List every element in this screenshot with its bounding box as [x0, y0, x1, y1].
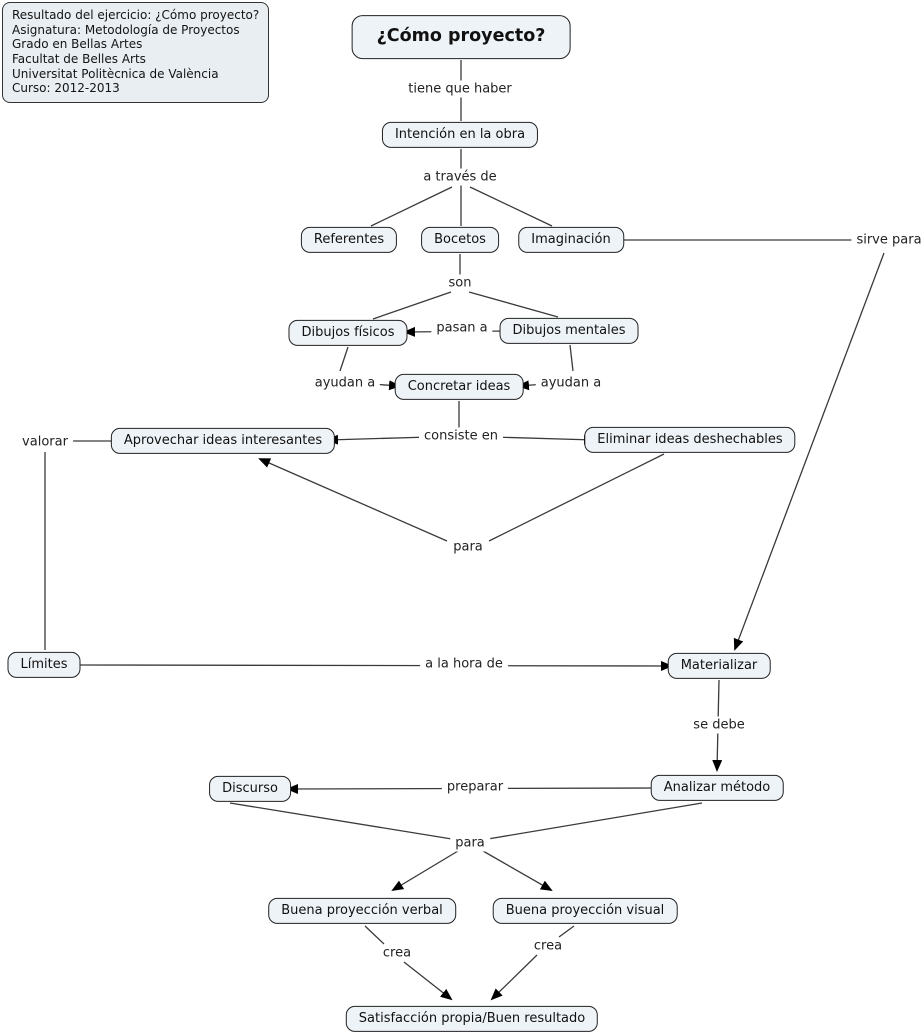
- info-line-universitat: Universitat Politècnica de València: [12, 66, 219, 81]
- node-discurso[interactable]: Discurso: [209, 775, 291, 803]
- link-label-son: son: [443, 274, 477, 292]
- link-label-ayudan-a-right: ayudan a: [535, 374, 607, 392]
- link-label-crea-right: crea: [528, 937, 568, 955]
- node-aprovechar-ideas[interactable]: Aprovechar ideas interesantes: [110, 427, 336, 455]
- node-materializar[interactable]: Materializar: [667, 652, 771, 680]
- node-limites[interactable]: Límites: [7, 651, 81, 679]
- link-label-a-la-hora-de: a la hora de: [420, 655, 508, 673]
- node-intencion-en-la-obra[interactable]: Intención en la obra: [381, 121, 539, 149]
- link-label-para-lower: para: [450, 834, 490, 852]
- node-dibujos-mentales[interactable]: Dibujos mentales: [499, 317, 639, 345]
- node-referentes[interactable]: Referentes: [300, 226, 398, 254]
- link-label-preparar: preparar: [441, 778, 509, 796]
- node-como-proyecto[interactable]: ¿Cómo proyecto?: [351, 15, 571, 59]
- node-concretar-ideas[interactable]: Concretar ideas: [394, 373, 524, 401]
- node-buena-proyeccion-visual[interactable]: Buena proyección visual: [492, 897, 678, 925]
- info-line-resultado: Resultado del ejercicio: ¿Cómo proyecto?: [12, 8, 260, 22]
- info-line-curso: Curso: 2012-2013: [12, 81, 120, 96]
- node-eliminar-ideas[interactable]: Eliminar ideas deshechables: [584, 426, 796, 454]
- node-bocetos[interactable]: Bocetos: [421, 226, 499, 254]
- node-buena-proyeccion-verbal[interactable]: Buena proyección verbal: [268, 897, 456, 925]
- link-label-pasan-a: pasan a: [431, 319, 493, 337]
- link-label-tiene-que-haber: tiene que haber: [403, 80, 517, 98]
- link-label-para-upper: para: [448, 538, 488, 556]
- link-label-a-traves-de: a través de: [418, 168, 502, 186]
- link-label-ayudan-a-left: ayudan a: [309, 374, 381, 392]
- node-satisfaccion-buen-resultado[interactable]: Satisfacción propia/Buen resultado: [345, 1005, 599, 1033]
- node-dibujos-fisicos[interactable]: Dibujos físicos: [288, 319, 408, 347]
- info-line-facultat: Facultat de Belles Arts: [12, 51, 146, 66]
- node-imaginacion[interactable]: Imaginación: [518, 226, 624, 254]
- link-label-sirve-para: sirve para: [851, 231, 924, 249]
- link-label-valorar: valorar: [17, 433, 73, 451]
- node-analizar-metodo[interactable]: Analizar método: [650, 774, 784, 802]
- link-label-se-debe: se debe: [688, 716, 750, 734]
- exercise-info-box: Resultado del ejercicio: ¿Cómo proyecto?…: [2, 2, 270, 103]
- info-line-asignatura: Asignatura: Metodología de Proyectos: [12, 22, 240, 37]
- link-label-crea-left: crea: [377, 944, 417, 962]
- info-line-grado: Grado en Bellas Artes: [12, 37, 143, 52]
- link-label-consiste-en: consiste en: [419, 427, 503, 445]
